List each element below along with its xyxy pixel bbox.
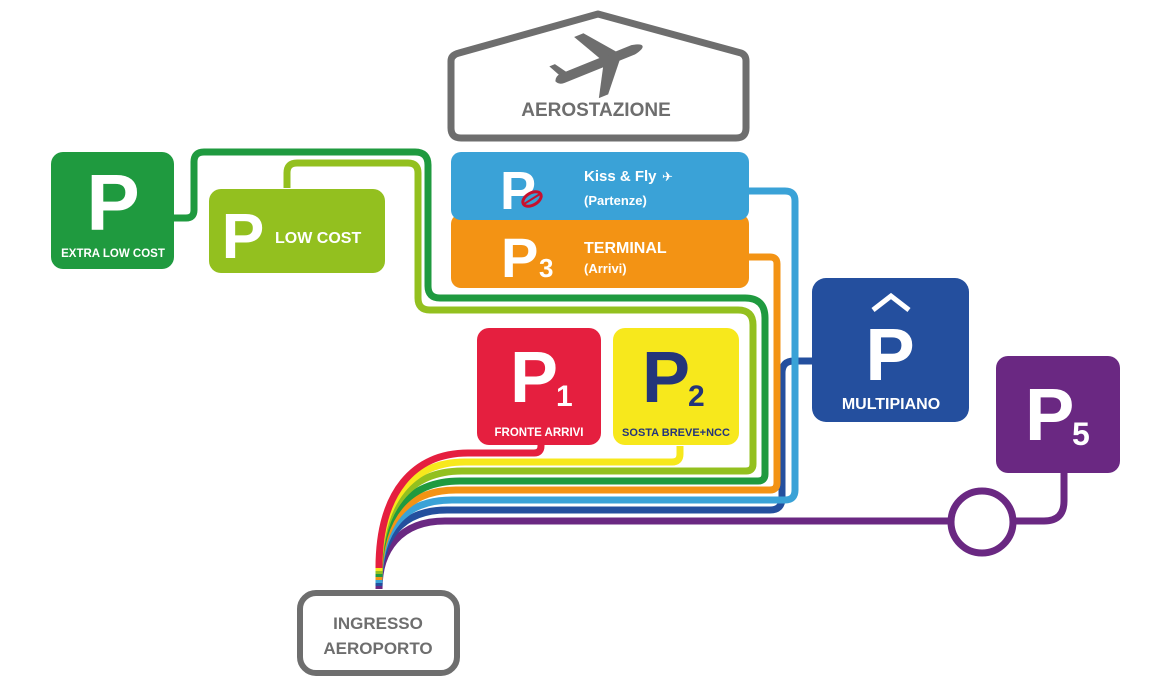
route-p1 (375, 440, 545, 569)
parking-label: SOSTA BREVE+NCC (622, 427, 730, 439)
parking-number: 3 (539, 253, 553, 283)
entrance-outline (297, 590, 460, 676)
parking-label: MULTIPIANO (842, 396, 940, 413)
parking-extra-low-cost[interactable]: P EXTRA LOW COST (51, 152, 174, 269)
parking-letter: P (510, 338, 558, 418)
parking-title: Kiss & Fly (584, 168, 657, 185)
parking-extra-low-cost-box (51, 152, 174, 269)
parking-subtitle: (Arrivi) (584, 261, 627, 276)
airplane-icon (549, 33, 643, 99)
roundabout (947, 487, 1017, 557)
routes (174, 148, 1068, 590)
lips-icon (521, 190, 543, 208)
caret-icon (871, 292, 911, 312)
parking-number: 1 (556, 380, 573, 413)
parking-kiss-fly[interactable]: P Kiss & Fly ✈ (Partenze) (451, 152, 749, 221)
parking-kiss-fly-box (451, 152, 749, 220)
route-p5 (375, 517, 950, 590)
parking-label: FRONTE ARRIVI (494, 427, 583, 439)
entrance-line-2: AEROPORTO (323, 639, 432, 658)
route-extra-low-cost (174, 148, 769, 578)
parking-letter: P (1025, 373, 1074, 456)
parking-p1-box (477, 328, 601, 445)
parking-title: TERMINAL (584, 240, 667, 257)
parking-label: LOW COST (275, 230, 361, 247)
plane-mini-icon: ✈ (662, 169, 673, 184)
parking-p1[interactable]: P 1 FRONTE ARRIVI (477, 328, 601, 445)
entrance-box[interactable]: INGRESSO AEROPORTO (297, 590, 460, 676)
parking-p2-box (613, 328, 739, 445)
parking-p5-box (996, 356, 1120, 473)
parking-p2[interactable]: P 2 SOSTA BREVE+NCC (613, 328, 739, 445)
parking-letter: P (86, 158, 139, 247)
parking-multipiano[interactable]: P MULTIPIANO (812, 278, 969, 422)
parking-letter: P (500, 161, 536, 221)
parking-p5[interactable]: P 5 (996, 356, 1120, 473)
terminal-label: AEROSTAZIONE (521, 100, 671, 121)
route-low-cost (283, 159, 757, 575)
parking-low-cost[interactable]: P LOW COST (209, 189, 385, 273)
parking-low-cost-box (209, 189, 385, 273)
parking-number: 2 (688, 380, 705, 413)
parking-p3-box (451, 214, 749, 288)
route-p5-branch (1014, 470, 1068, 525)
terminal-outline (447, 10, 750, 142)
parking-p3-terminal[interactable]: P 3 TERMINAL (Arrivi) (451, 214, 749, 289)
parking-multipiano-box (812, 278, 969, 422)
parking-letter: P (865, 313, 914, 396)
parking-label: EXTRA LOW COST (61, 248, 165, 260)
parking-number: 5 (1072, 416, 1090, 452)
entrance-line-1: INGRESSO (333, 614, 423, 633)
parking-letter: P (642, 338, 690, 418)
parking-subtitle: (Partenze) (584, 193, 647, 208)
parking-letter: P (222, 200, 265, 272)
parking-letter: P (501, 226, 538, 289)
terminal-building[interactable]: AEROSTAZIONE (447, 10, 750, 142)
